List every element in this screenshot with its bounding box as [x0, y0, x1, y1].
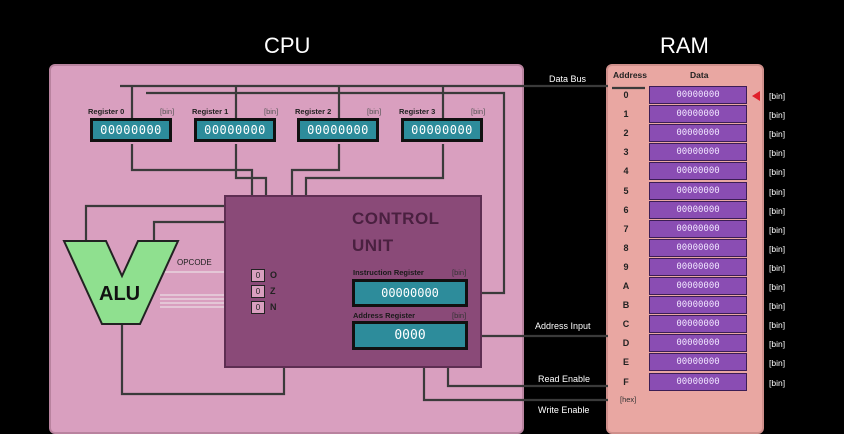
ram-cell-F[interactable]: 00000000 — [649, 372, 747, 391]
flag-o-label: O — [270, 270, 278, 280]
ram-cell-C[interactable]: 00000000 — [649, 315, 747, 334]
register-2-value[interactable]: 00000000 — [297, 118, 379, 142]
address-format-label: [hex] — [620, 395, 637, 404]
ram-address-F: F — [623, 376, 629, 387]
write-enable-label: Write Enable — [538, 405, 590, 415]
register-3-value[interactable]: 00000000 — [401, 118, 483, 142]
ram-address-E: E — [622, 357, 629, 368]
instruction-register-value[interactable]: 00000000 — [352, 279, 468, 307]
register-0-value[interactable]: 00000000 — [90, 118, 172, 142]
ram-pointer-icon — [752, 91, 760, 101]
ram-address-B: B — [622, 300, 630, 311]
flag-z-value[interactable]: 0 — [251, 285, 265, 298]
control-unit-title-line1: CONTROL — [352, 209, 440, 228]
ram-address-0: 0 — [623, 90, 629, 100]
ram-format-A: [bin] — [769, 282, 786, 292]
ram-cell-A[interactable]: 00000000 — [649, 277, 747, 295]
ram-format-7: [bin] — [769, 224, 786, 235]
alu-shape — [62, 240, 180, 325]
ram-address-D: D — [622, 338, 630, 349]
ram-address-header: Address — [613, 70, 648, 80]
ram-data-header: Data — [690, 70, 709, 80]
ram-cell-4[interactable]: 00000000 — [649, 162, 747, 181]
ram-cell-1[interactable]: 00000000 — [649, 105, 747, 124]
data-bus-label: Data Bus — [549, 74, 587, 84]
ram-format-4: [bin] — [769, 167, 786, 178]
ram-address-5: 5 — [623, 185, 629, 196]
ram-cell-5[interactable]: 00000000 — [649, 181, 747, 200]
flag-n-value[interactable]: 0 — [251, 301, 265, 314]
ram-format-2: [bin] — [769, 129, 786, 140]
ram-address-8: 8 — [623, 242, 629, 253]
register-2-format: [bin] — [367, 107, 382, 116]
ram-title: RAM — [660, 33, 709, 58]
ram-cell-0[interactable]: 00000000 — [649, 86, 747, 104]
ram-address-7: 7 — [623, 223, 629, 234]
address-register-format: [bin] — [452, 311, 467, 320]
address-register-label: Address Register — [353, 311, 416, 320]
ram-format-8: [bin] — [769, 243, 786, 254]
ram-cell-6[interactable]: 00000000 — [649, 200, 747, 219]
ram-address-9: 9 — [623, 261, 629, 272]
register-3-label: Register 3 — [399, 107, 436, 116]
ram-cell-7[interactable]: 00000000 — [649, 219, 747, 238]
ram-format-1: [bin] — [769, 110, 786, 121]
flag-n-label: N — [270, 302, 277, 312]
ram-format-F: [bin] — [769, 377, 786, 388]
ram-cell-D[interactable]: 00000000 — [649, 334, 747, 353]
ram-format-B: [bin] — [769, 301, 786, 312]
opcode-label: OPCODE — [177, 258, 212, 267]
ram-format-9: [bin] — [769, 262, 786, 273]
ram-address-6: 6 — [623, 204, 629, 215]
ram-format-E: [bin] — [769, 358, 786, 369]
ram-format-C: [bin] — [769, 320, 786, 331]
ram-format-6: [bin] — [769, 205, 786, 216]
register-0-label: Register 0 — [88, 107, 125, 116]
register-1-value[interactable]: 00000000 — [194, 118, 276, 142]
register-3-format: [bin] — [471, 107, 486, 116]
ram-cell-B[interactable]: 00000000 — [649, 296, 747, 315]
ram-address-2: 2 — [623, 128, 629, 139]
ram-cell-2[interactable]: 00000000 — [649, 124, 747, 143]
ram-cell-9[interactable]: 00000000 — [649, 257, 747, 276]
ram-cell-E[interactable]: 00000000 — [649, 353, 747, 372]
ram-cell-8[interactable]: 00000000 — [649, 238, 747, 257]
flag-z-label: Z — [270, 286, 276, 296]
alu-label: ALU — [99, 283, 141, 305]
ram-format-D: [bin] — [769, 339, 786, 350]
address-input-label: Address Input — [535, 321, 591, 331]
bus-wires — [84, 84, 645, 402]
cpu-title: CPU — [264, 33, 311, 58]
address-register-value[interactable]: 0000 — [352, 321, 468, 350]
register-1-format: [bin] — [264, 107, 279, 116]
ram-format-3: [bin] — [769, 148, 786, 159]
ram-format-0: [bin] — [769, 91, 786, 101]
flag-o-value[interactable]: 0 — [251, 269, 265, 282]
ram-address-A: A — [622, 281, 630, 291]
instruction-register-format: [bin] — [452, 268, 467, 277]
read-enable-label: Read Enable — [538, 374, 591, 384]
control-unit-title-line2: UNIT — [352, 236, 394, 255]
register-0-format: [bin] — [160, 107, 175, 116]
ram-cell-3[interactable]: 00000000 — [649, 143, 747, 162]
ram-address-3: 3 — [623, 147, 629, 158]
ram-address-4: 4 — [623, 166, 629, 177]
ram-address-C: C — [622, 319, 630, 330]
register-1-label: Register 1 — [192, 107, 229, 116]
ram-address-1: 1 — [623, 109, 629, 120]
register-2-label: Register 2 — [295, 107, 332, 116]
ram-format-5: [bin] — [769, 186, 786, 197]
instruction-register-label: Instruction Register — [353, 268, 424, 277]
